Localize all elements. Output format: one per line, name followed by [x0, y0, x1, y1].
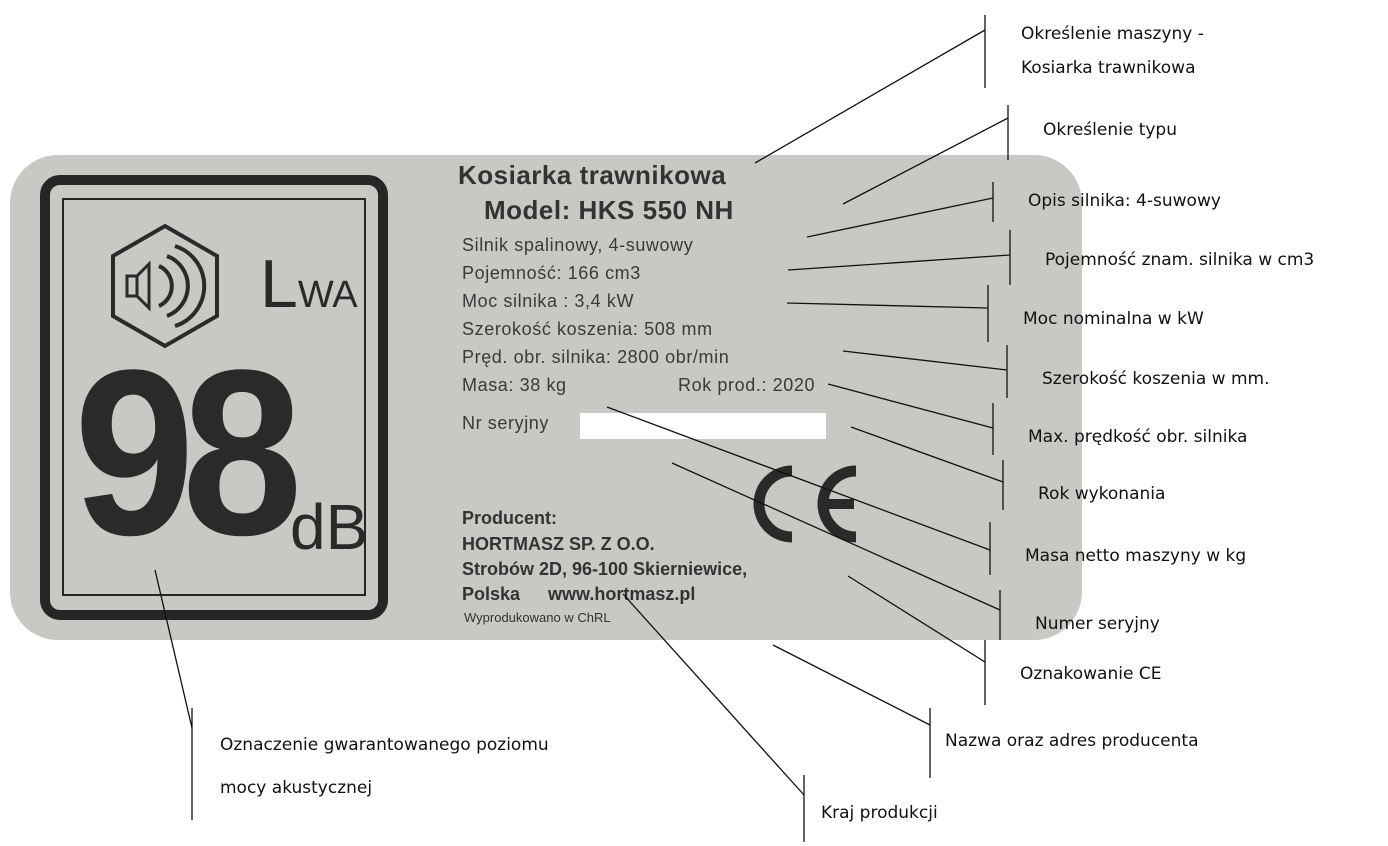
- label-capacity: Pojemność znam. silnika w cm3: [1045, 250, 1315, 270]
- label-year: Rok wykonania: [1038, 484, 1166, 504]
- leader-producer: [772, 644, 931, 726]
- production-year-spec: Rok prod.: 2020: [678, 375, 816, 395]
- sound-emission-icon: [111, 223, 219, 349]
- leader-mass: [606, 406, 991, 551]
- producer-website: www.hortmasz.pl: [548, 584, 696, 604]
- engine-spec: Silnik spalinowy, 4-suwowy: [462, 235, 694, 255]
- machine-model: Model: HKS 550 NH: [484, 195, 734, 225]
- lwa-symbol: LWA: [260, 245, 358, 323]
- producer-address: Strobów 2D, 96-100 Skierniewice,: [462, 559, 748, 579]
- machine-title: Kosiarka trawnikowa: [458, 160, 727, 190]
- made-in-note: Wyprodukowano w ChRL: [464, 610, 611, 625]
- label-ce: Oznakowanie CE: [1020, 664, 1162, 684]
- noise-value: 98: [74, 321, 303, 585]
- noise-level-inner-frame: [62, 198, 366, 596]
- noise-level-frame: [40, 175, 388, 620]
- power-spec: Moc silnika : 3,4 kW: [462, 291, 635, 311]
- leader-ce: [847, 575, 986, 663]
- lwa-main-letter: L: [260, 246, 298, 322]
- label-power: Moc nominalna w kW: [1023, 309, 1204, 329]
- engine-speed-spec: Pręd. obr. silnika: 2800 obr/min: [462, 347, 730, 367]
- leader-noise: [154, 569, 193, 729]
- leader-machine: [754, 29, 986, 164]
- leader-speed: [827, 383, 994, 429]
- serial-label: Nr seryjny: [462, 413, 550, 433]
- leader-capacity: [787, 254, 1011, 271]
- label-engine: Opis silnika: 4-suwowy: [1028, 191, 1221, 211]
- producer-name: HORTMASZ SP. Z O.O.: [462, 534, 655, 554]
- cutting-width-spec: Szerokość koszenia: 508 mm: [462, 319, 713, 339]
- leader-country: [622, 593, 805, 796]
- label-country: Kraj produkcji: [821, 803, 938, 823]
- producer-heading: Producent:: [462, 508, 558, 528]
- capacity-spec: Pojemność: 166 cm3: [462, 263, 641, 283]
- leader-width: [842, 350, 1008, 371]
- mass-spec: Masa: 38 kg: [462, 375, 567, 395]
- lwa-subscript: WA: [297, 274, 358, 316]
- leader-type: [842, 117, 1009, 205]
- leader-power: [786, 302, 989, 309]
- noise-unit: dB: [290, 491, 369, 563]
- producer-country: Polska: [462, 584, 521, 604]
- rating-plate: LWA 98 dB Kosiarka trawnikowa Model: HKS…: [10, 155, 1082, 640]
- serial-number-field: [580, 413, 826, 439]
- label-noise-line2: mocy akustycznej: [220, 778, 373, 798]
- label-type: Określenie typu: [1043, 120, 1177, 140]
- label-noise-line1: Oznaczenie gwarantowanego poziomu: [220, 735, 549, 755]
- label-speed: Max. prędkość obr. silnika: [1028, 427, 1248, 447]
- label-producer: Nazwa oraz adres producenta: [945, 731, 1199, 751]
- leader-serial: [671, 462, 1001, 611]
- label-mass: Masa netto maszyny w kg: [1025, 546, 1247, 566]
- ce-mark: [753, 465, 857, 543]
- leader-engine: [806, 197, 994, 238]
- label-width: Szerokość koszenia w mm.: [1042, 369, 1270, 389]
- label-serial: Numer seryjny: [1035, 614, 1160, 634]
- label-machine-line2: Kosiarka trawnikowa: [1021, 58, 1196, 78]
- label-machine-line1: Określenie maszyny -: [1021, 24, 1204, 44]
- leader-year: [850, 426, 1004, 483]
